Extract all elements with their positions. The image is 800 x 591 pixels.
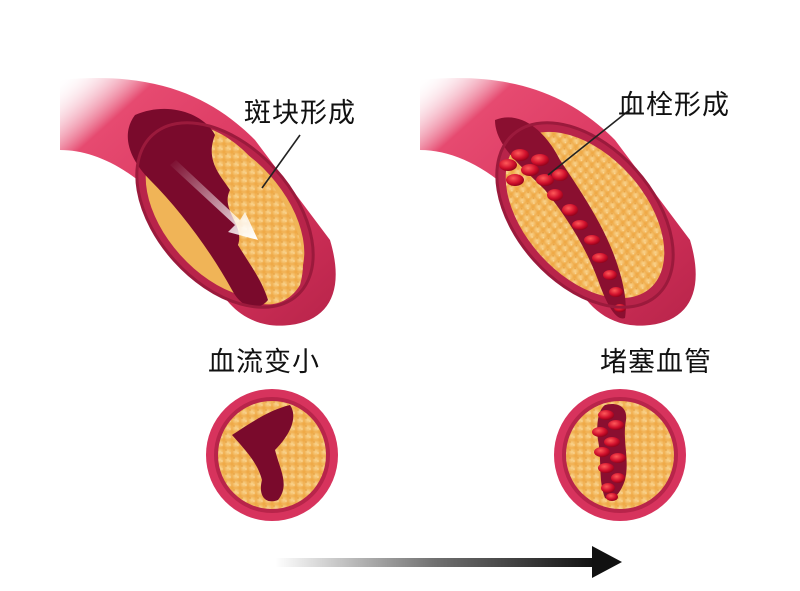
vessel-plaque (60, 78, 336, 326)
clot-leader-line (547, 107, 633, 176)
label-thrombus-formation: 血栓形成 (618, 90, 730, 121)
vessel-thrombus (420, 78, 696, 326)
label-plaque-formation: 斑块形成 (244, 98, 356, 129)
label-reduced-blood-flow: 血流变小 (208, 347, 320, 378)
narrowed-lumen (127, 108, 269, 308)
cross-section-blocked (554, 389, 686, 521)
cross-section-narrowed (206, 389, 338, 521)
progression-arrow (275, 546, 622, 578)
label-blocked-vessel: 堵塞血管 (600, 347, 712, 378)
plaque-leader-line (261, 134, 301, 189)
flow-direction-arrow (170, 160, 258, 240)
